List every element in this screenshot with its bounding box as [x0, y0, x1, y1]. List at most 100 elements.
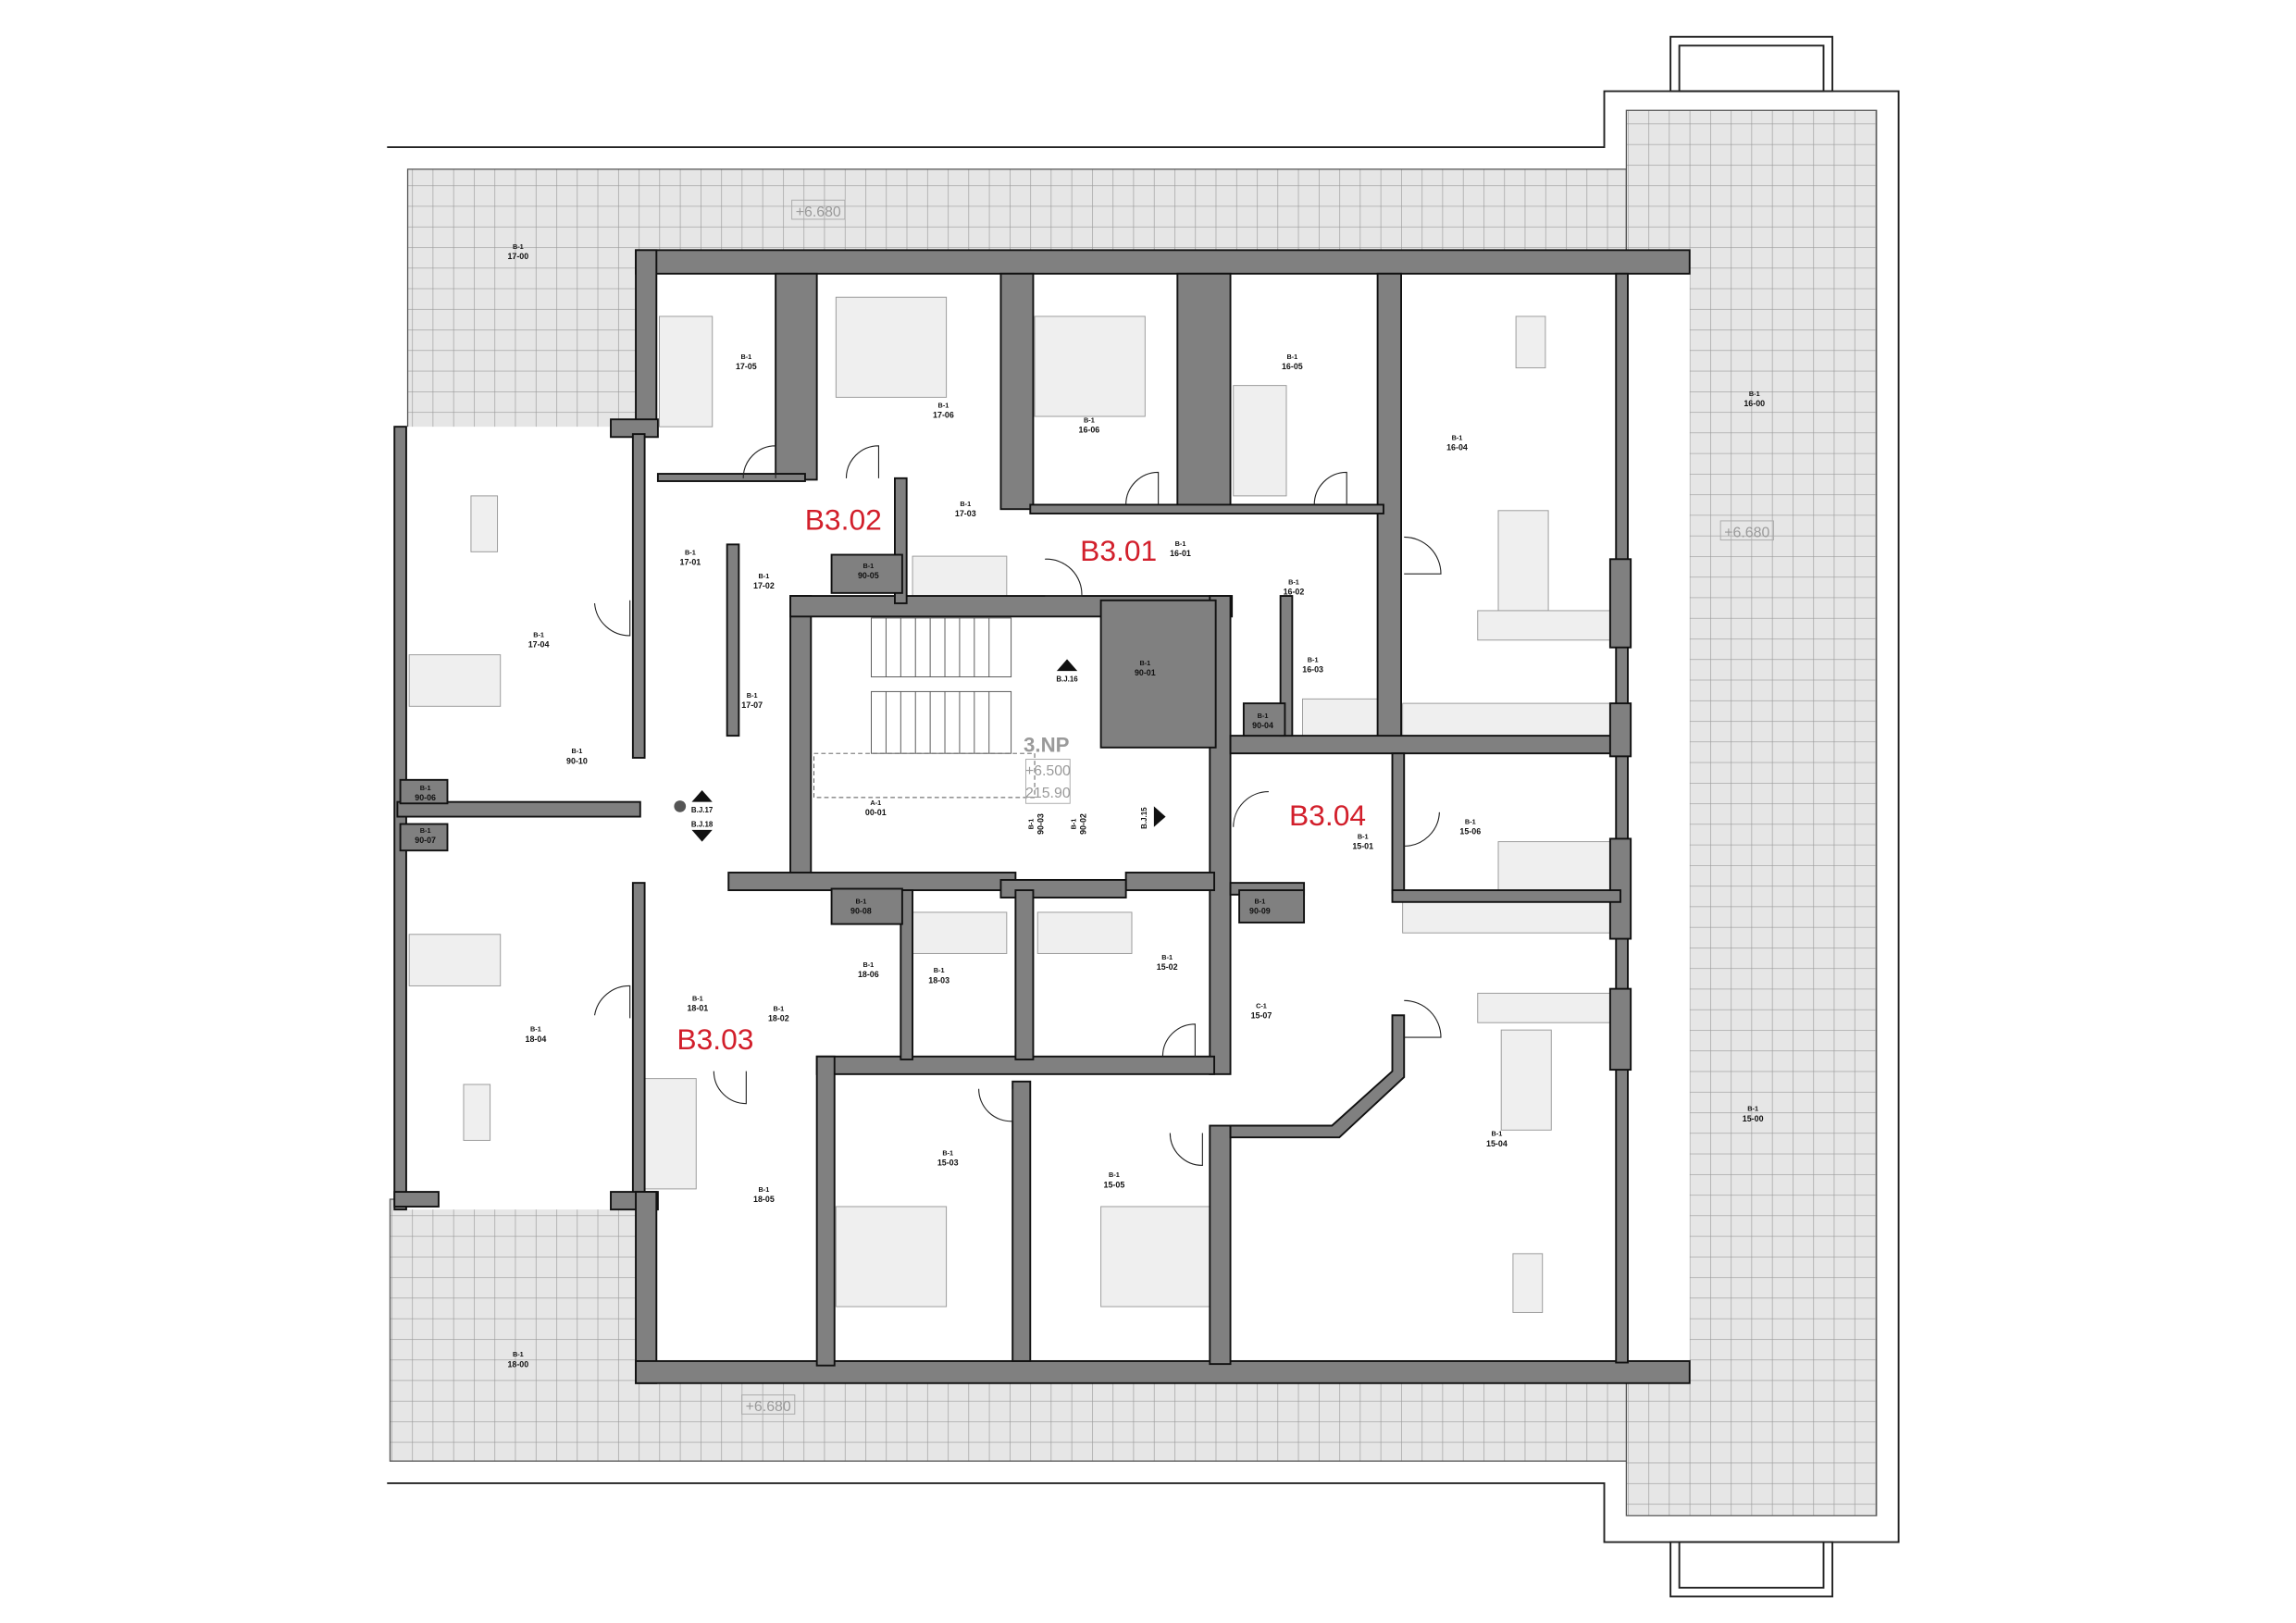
room-number: 15-04 — [1486, 1139, 1508, 1148]
room-label-00-01: A-100-01 — [865, 799, 887, 817]
doors — [593, 445, 1442, 1167]
room-type: B-1 — [513, 1350, 524, 1358]
room-type: A-1 — [870, 799, 881, 807]
room-label-15-03: B-115-03 — [937, 1148, 959, 1167]
room-label-17-01: B-117-01 — [680, 549, 701, 567]
room-type: B-1 — [747, 691, 758, 700]
room-type: B-1 — [1026, 819, 1035, 830]
room-label-16-05: B-116-05 — [1282, 353, 1303, 371]
room-type: B-1 — [1286, 353, 1297, 361]
room-number: 15-00 — [1743, 1114, 1764, 1123]
room-label-15-06: B-115-06 — [1459, 818, 1481, 836]
room-number: 90-01 — [1135, 668, 1156, 677]
room-number: 17-06 — [933, 411, 954, 420]
room-label-18-04: B-118-04 — [526, 1025, 547, 1044]
room-number: 18-00 — [507, 1359, 528, 1369]
apartment-label-b3-02: B3.02 — [805, 502, 882, 536]
room-number: 90-04 — [1252, 721, 1273, 730]
room-type: B-1 — [759, 1185, 770, 1194]
level-mark-box — [791, 199, 846, 220]
room-type: B-1 — [420, 784, 431, 792]
room-type: B-1 — [938, 401, 949, 409]
terrace-level-right: +6.680 — [1724, 525, 1769, 540]
room-label-90-01: B-190-01 — [1135, 659, 1156, 677]
room-type: B-1 — [1175, 539, 1186, 548]
room-number: 15-03 — [937, 1158, 959, 1167]
marker-bj15: B.J.15 — [1140, 807, 1148, 829]
room-type: B-1 — [1070, 819, 1078, 830]
apartment-label-b3-03: B3.03 — [676, 1022, 753, 1056]
room-type: B-1 — [1139, 659, 1150, 667]
room-number: 18-05 — [753, 1195, 775, 1204]
room-label-18-03: B-118-03 — [928, 966, 949, 985]
room-number: 90-07 — [415, 836, 436, 845]
terrace-level-top: +6.680 — [796, 204, 841, 220]
room-label-17-04: B-117-04 — [528, 631, 550, 650]
room-type: B-1 — [960, 500, 971, 508]
room-number: 17-04 — [528, 640, 550, 650]
room-type: B-1 — [1161, 953, 1173, 961]
room-number: 16-02 — [1284, 587, 1305, 596]
column-icon — [674, 800, 687, 812]
room-type: C-1 — [1256, 1001, 1267, 1010]
room-label-90-05: B-190-05 — [858, 562, 879, 580]
furniture — [408, 296, 1620, 1313]
room-type: B-1 — [533, 631, 544, 639]
room-number: 15-06 — [1459, 827, 1481, 836]
room-type: B-1 — [1465, 818, 1476, 826]
room-number: 16-00 — [1744, 399, 1765, 408]
arrow-down-icon — [691, 829, 713, 842]
room-type: B-1 — [1288, 577, 1299, 586]
room-label-18-05: B-118-05 — [753, 1185, 775, 1204]
room-number: 15-05 — [1104, 1180, 1125, 1189]
room-number: 15-01 — [1352, 842, 1373, 851]
room-type: B-1 — [420, 826, 431, 835]
marker-bj17: B.J.17 — [691, 806, 714, 814]
room-number: 17-07 — [741, 700, 763, 710]
room-label-16-02: B-116-02 — [1284, 577, 1305, 596]
room-label-90-10: B-190-10 — [566, 747, 588, 765]
room-number: 90-10 — [566, 756, 588, 765]
apartment-label-b3-01: B3.01 — [1080, 534, 1157, 567]
room-number: 90-05 — [858, 571, 879, 580]
room-label-15-07: C-115-07 — [1251, 1001, 1272, 1020]
arrow-up-icon — [691, 789, 713, 802]
room-label-90-07: B-190-07 — [415, 826, 436, 845]
room-label-90-09: B-190-09 — [1249, 897, 1271, 915]
room-type: B-1 — [1492, 1130, 1503, 1138]
room-label-16-04: B-116-04 — [1446, 433, 1468, 452]
level-mark-box — [1719, 520, 1774, 541]
room-label-15-04: B-115-04 — [1486, 1130, 1508, 1148]
room-label-17-02: B-117-02 — [753, 572, 775, 590]
room-number: 18-06 — [858, 970, 879, 979]
room-type: B-1 — [740, 353, 751, 361]
room-type: B-1 — [934, 966, 945, 974]
room-type: B-1 — [759, 572, 770, 580]
level-mark-box — [741, 1394, 796, 1415]
room-number: 15-02 — [1157, 962, 1178, 972]
floor-name: 3.NP — [1024, 734, 1070, 757]
floor-area: 215.90 — [1025, 786, 1071, 801]
room-number: 17-01 — [680, 558, 701, 567]
room-type: B-1 — [942, 1148, 953, 1157]
room-number: 18-02 — [768, 1014, 789, 1023]
balcony-top-inner — [1678, 44, 1825, 93]
room-number: 90-08 — [850, 907, 872, 916]
room-number: 16-06 — [1079, 426, 1100, 435]
room-label-90-04: B-190-04 — [1252, 712, 1273, 730]
terrace-level-bottom: +6.680 — [746, 1399, 791, 1415]
room-number: 16-04 — [1446, 443, 1468, 452]
room-label-17-03: B-117-03 — [955, 500, 976, 518]
room-type: B-1 — [1109, 1171, 1120, 1179]
room-type: B-1 — [1084, 415, 1095, 424]
room-type: B-1 — [513, 242, 524, 251]
room-label-16-03: B-116-03 — [1302, 656, 1323, 675]
room-type: B-1 — [530, 1025, 541, 1034]
room-type: B-1 — [863, 960, 874, 969]
room-label-17-00: B-117-00 — [507, 242, 528, 261]
site-outline — [387, 90, 1900, 1543]
room-label-16-00: B-116-00 — [1744, 390, 1765, 408]
room-number: 90-03 — [1036, 813, 1046, 835]
marker-bj18: B.J.18 — [691, 821, 714, 829]
